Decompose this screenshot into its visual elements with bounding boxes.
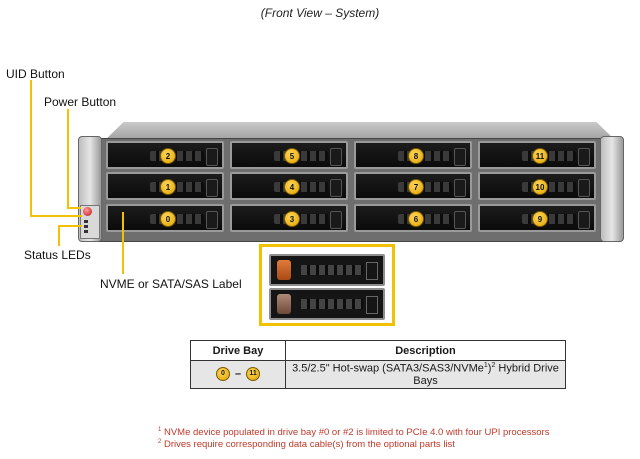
power-leader-line (67, 109, 69, 209)
drive-bay-description: 3.5/2.5" Hot-swap (SATA3/SAS3/NVMe1)2 Hy… (285, 360, 566, 389)
drive-tray-nvme (269, 254, 385, 286)
power-leader-line (67, 207, 81, 209)
status-led (84, 230, 88, 233)
bay-number-badge: 10 (532, 179, 548, 195)
bay-start-badge: 0 (215, 367, 230, 382)
drive-bay[interactable]: 7 (354, 172, 472, 200)
drive-bay[interactable]: 6 (354, 204, 472, 232)
table-header-description: Description (285, 340, 566, 361)
bay-end-badge: 11 (246, 367, 261, 382)
chassis-top-cover (103, 122, 617, 142)
uid-leader-line (30, 80, 32, 217)
right-rack-ear (600, 136, 624, 242)
bay-number-badge: 0 (160, 211, 176, 227)
label-leader-line (122, 212, 124, 274)
drive-bay-range: 0–11 (190, 360, 286, 389)
bay-number-badge: 11 (532, 148, 548, 164)
nvme-label-tab (277, 260, 291, 280)
status-leds-callout: Status LEDs (24, 248, 91, 262)
footnote-2: 2 Drives require corresponding data cabl… (158, 439, 455, 451)
drive-bay[interactable]: 0 (106, 204, 224, 232)
bay-number-badge: 3 (284, 211, 300, 227)
drive-bay[interactable]: 9 (478, 204, 596, 232)
led-leader-line (58, 225, 82, 227)
footnote-1: 1 NVMe device populated in drive bay #0 … (158, 427, 550, 439)
drive-label-callout: NVME or SATA/SAS Label (100, 277, 242, 291)
drive-bay[interactable]: 1 (106, 172, 224, 200)
bay-number-badge: 8 (408, 148, 424, 164)
led-leader-line (58, 225, 60, 246)
drive-bay-table: Drive Bay Description 0–11 3.5/2.5" Hot-… (190, 340, 566, 389)
bay-number-badge: 4 (284, 179, 300, 195)
bay-number-badge: 1 (160, 179, 176, 195)
bay-number-badge: 2 (160, 148, 176, 164)
bay-number-badge: 9 (532, 211, 548, 227)
range-dash: – (234, 368, 242, 381)
table-header-drive-bay: Drive Bay (190, 340, 286, 361)
drive-bay[interactable]: 8 (354, 141, 472, 169)
uid-button[interactable] (83, 207, 92, 216)
status-led (84, 220, 88, 223)
drive-bay[interactable]: 10 (478, 172, 596, 200)
bay-number-badge: 6 (408, 211, 424, 227)
bay-number-badge: 5 (284, 148, 300, 164)
bay-number-badge: 7 (408, 179, 424, 195)
drive-bay[interactable]: 5 (230, 141, 348, 169)
sata-sas-label-tab (277, 294, 291, 314)
power-button-callout: Power Button (44, 95, 117, 109)
drive-bay[interactable]: 3 (230, 204, 348, 232)
drive-tray-detail (259, 244, 395, 326)
table-row: 0–11 3.5/2.5" Hot-swap (SATA3/SAS3/NVMe1… (190, 360, 566, 389)
uid-leader-line (30, 215, 82, 217)
drive-bay[interactable]: 11 (478, 141, 596, 169)
drive-bay[interactable]: 2 (106, 141, 224, 169)
drive-tray-sata-sas (269, 288, 385, 320)
drive-bay[interactable]: 4 (230, 172, 348, 200)
page-title: (Front View – System) (260, 6, 380, 20)
uid-button-callout: UID Button (6, 67, 65, 81)
status-led (84, 225, 88, 228)
